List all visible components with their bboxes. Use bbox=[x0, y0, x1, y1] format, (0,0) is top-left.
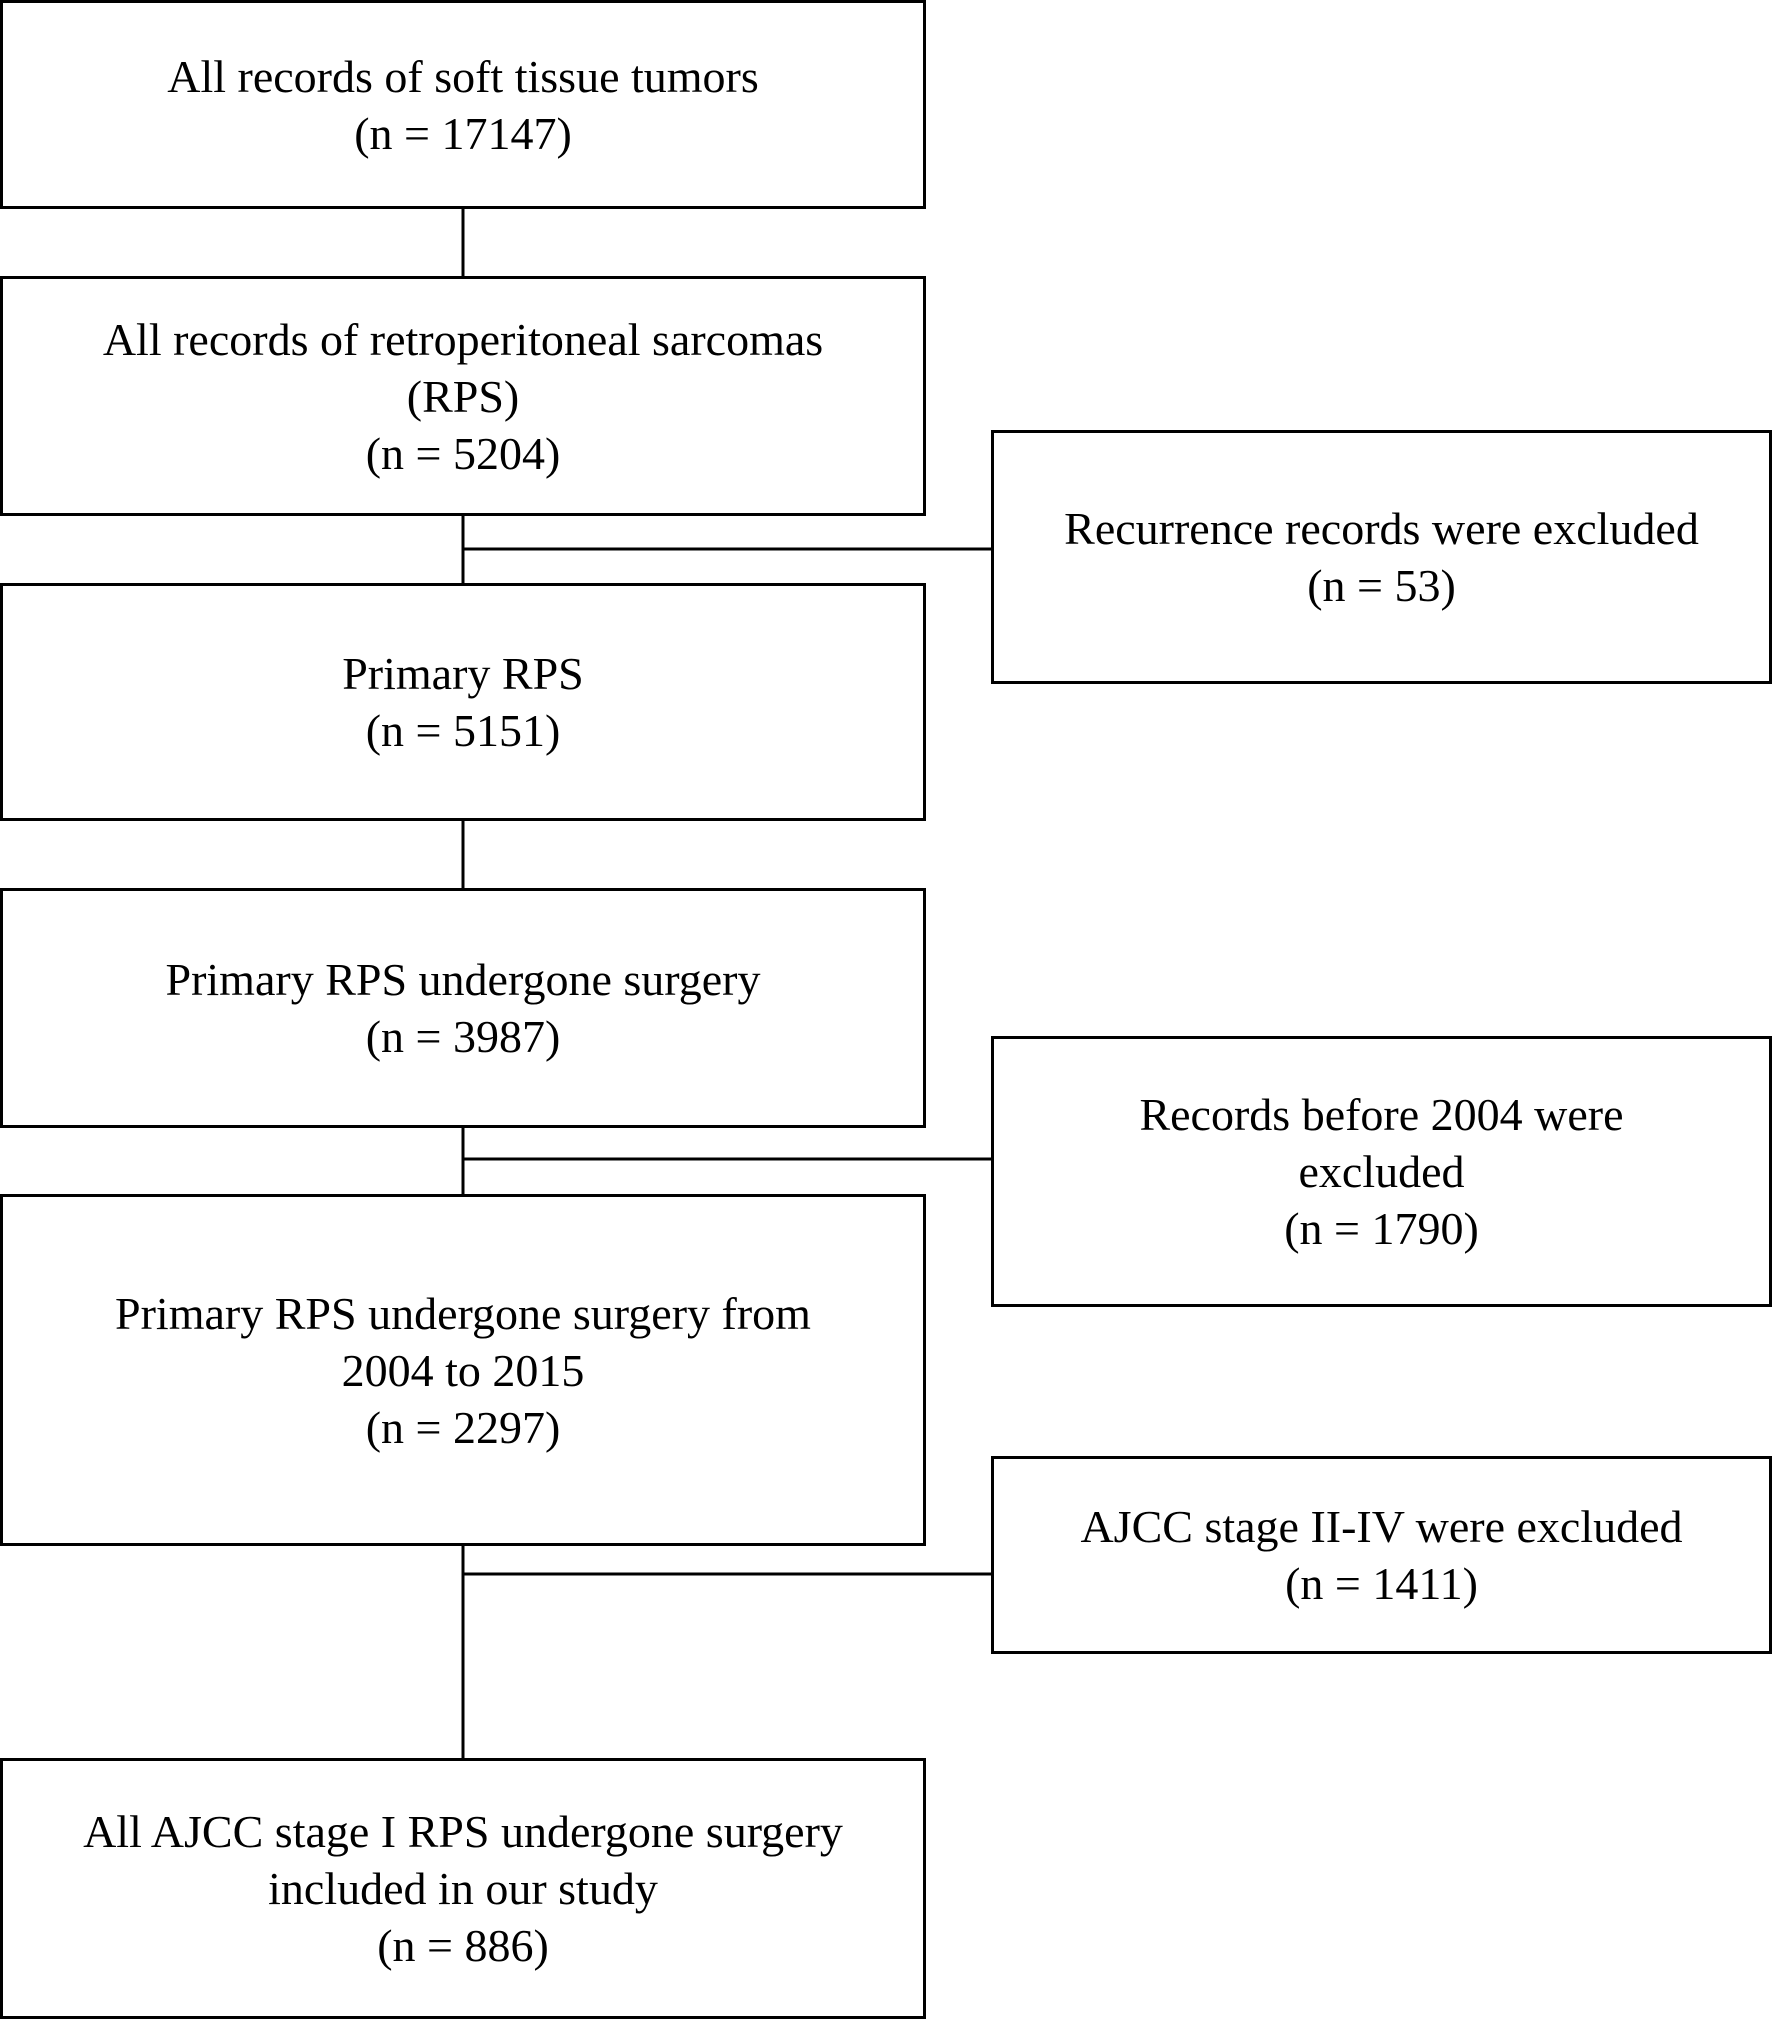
step-count: (n = 5151) bbox=[365, 705, 561, 756]
exclusion-count: (n = 1411) bbox=[1285, 1558, 1478, 1609]
step-text-line: All records of retroperitoneal sarcomas bbox=[102, 313, 824, 365]
step-primary-rps-surgery-2004-2015: Primary RPS undergone surgery from 2004 … bbox=[0, 1194, 926, 1546]
step-primary-rps-surgery: Primary RPS undergone surgery (n = 3987) bbox=[0, 888, 926, 1128]
step-text-line: All records of soft tissue tumors bbox=[167, 50, 759, 102]
exclusion-text-line: Recurrence records were excluded bbox=[1064, 503, 1699, 554]
step-count: (n = 3987) bbox=[365, 1011, 561, 1062]
step-count: (n = 5204) bbox=[365, 427, 561, 479]
step-text-line: 2004 to 2015 bbox=[341, 1344, 585, 1396]
exclusion-ajcc-stage-ii-iv: AJCC stage II-IV were excluded (n = 1411… bbox=[991, 1456, 1772, 1654]
step-text-line: Primary RPS bbox=[342, 648, 584, 699]
step-text-line: All AJCC stage I RPS undergone surgery bbox=[83, 1806, 843, 1857]
step-count: (n = 886) bbox=[377, 1920, 549, 1971]
step-all-soft-tissue-tumors: All records of soft tissue tumors (n = 1… bbox=[0, 0, 926, 209]
step-text-line: (RPS) bbox=[406, 370, 520, 422]
step-text-line: included in our study bbox=[268, 1863, 658, 1914]
exclusion-text-line: excluded bbox=[1298, 1146, 1465, 1197]
step-count: (n = 2297) bbox=[365, 1401, 561, 1453]
step-final-study-cohort: All AJCC stage I RPS undergone surgery i… bbox=[0, 1758, 926, 2019]
step-all-rps: All records of retroperitoneal sarcomas … bbox=[0, 276, 926, 516]
step-text-line: Primary RPS undergone surgery bbox=[165, 954, 761, 1005]
exclusion-text-line: Records before 2004 were bbox=[1139, 1089, 1624, 1140]
step-count: (n = 17147) bbox=[354, 107, 572, 159]
step-text-line: Primary RPS undergone surgery from bbox=[115, 1287, 811, 1339]
exclusion-text-line: AJCC stage II-IV were excluded bbox=[1080, 1501, 1683, 1552]
exclusion-count: (n = 53) bbox=[1307, 560, 1456, 611]
step-primary-rps: Primary RPS (n = 5151) bbox=[0, 583, 926, 821]
exclusion-count: (n = 1790) bbox=[1284, 1203, 1479, 1254]
exclusion-before-2004: Records before 2004 were excluded (n = 1… bbox=[991, 1036, 1772, 1307]
exclusion-recurrence: Recurrence records were excluded (n = 53… bbox=[991, 430, 1772, 684]
